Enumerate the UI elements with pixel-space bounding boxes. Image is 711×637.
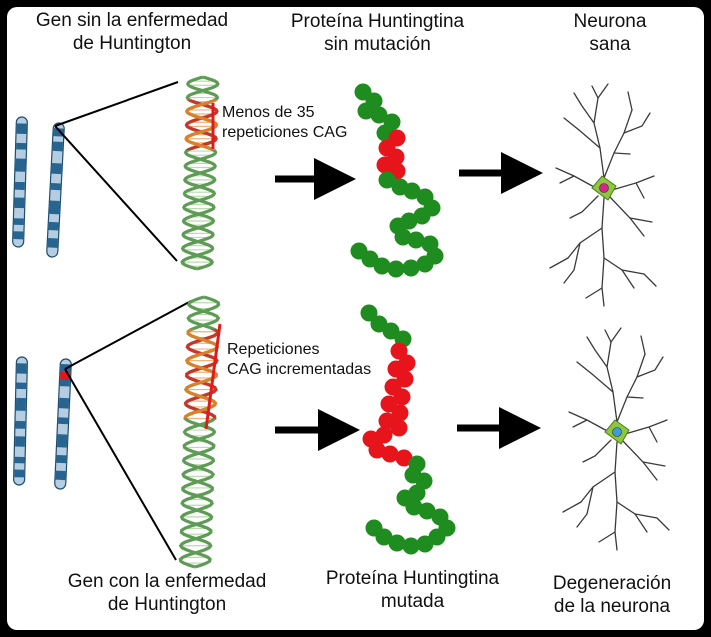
dna-helix-icon [180, 75, 220, 271]
repeat-marker-expanded [204, 323, 222, 430]
protein-chain-icon [350, 83, 444, 278]
chromosome-pair-icon [12, 116, 65, 258]
diagram-artwork [12, 75, 670, 569]
dna-helix-icon [178, 295, 221, 569]
chromosome-pair-icon [13, 356, 72, 490]
neuron-icon [549, 83, 657, 307]
zoom-lines-top [54, 81, 179, 262]
neuron-icon [562, 327, 670, 551]
zoom-lines-bottom [64, 300, 192, 561]
protein-chain-icon [360, 304, 456, 555]
